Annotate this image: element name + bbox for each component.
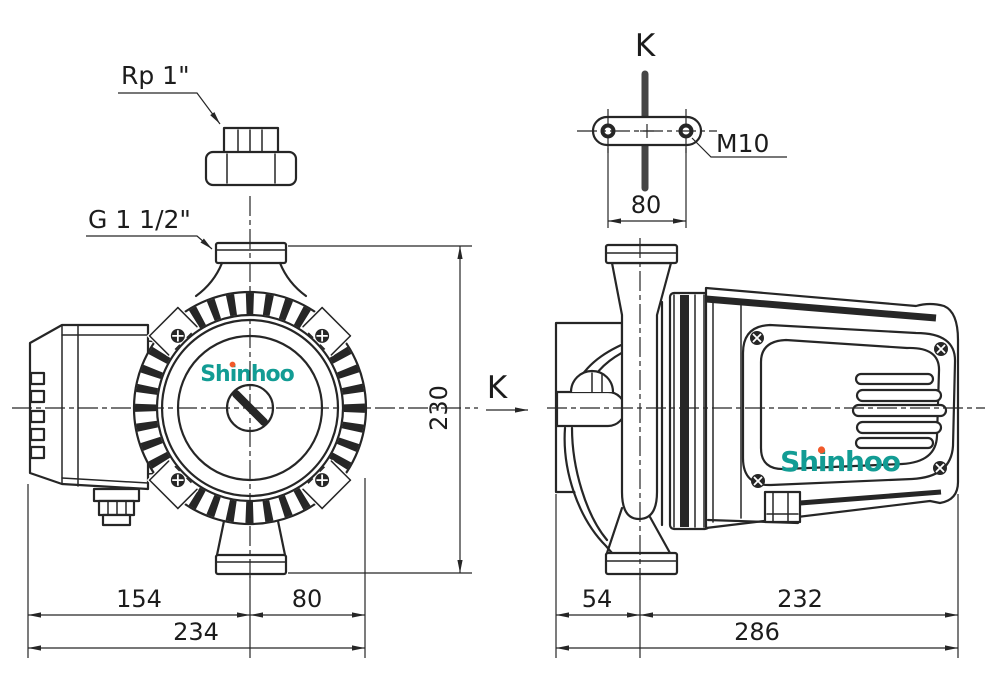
terminal-box-vents: [29, 371, 46, 460]
side-view: Shinhoo: [554, 243, 960, 576]
m10-label: M10: [716, 129, 769, 158]
svg-text:234: 234: [173, 618, 219, 646]
front-dim-230: 230: [288, 245, 472, 574]
clamp-band: [668, 291, 711, 531]
control-cover: Shinhoo: [741, 323, 957, 488]
brand-logo-front: Shinhoo: [200, 362, 294, 387]
k-arrow-label: K: [487, 370, 508, 406]
side-top-flange: [604, 243, 679, 265]
rp1-label: Rp 1": [121, 61, 190, 90]
vent-plug: [569, 369, 615, 393]
k-detail-view: K M10 80: [577, 28, 787, 228]
union-thread-callout: G 1 1/2": [86, 205, 213, 250]
k-view-arrow: K: [486, 370, 528, 413]
side-dims-bottom: 54 232 286: [555, 494, 959, 658]
port-thread-callout: Rp 1": [118, 61, 221, 125]
cover-screws: [750, 331, 948, 488]
front-view: Shinhoo: [28, 126, 368, 576]
inlet-stub: [555, 390, 627, 428]
svg-text:80: 80: [631, 191, 662, 219]
cable-gland: [92, 487, 141, 527]
front-dims-bottom: 154 80 234: [27, 478, 366, 658]
svg-text:154: 154: [116, 585, 162, 613]
union-nut: [204, 126, 298, 187]
g112-label: G 1 1/2": [88, 205, 191, 234]
m10-callout: M10: [691, 129, 787, 158]
pipe-column: [610, 261, 673, 521]
svg-text:286: 286: [734, 618, 780, 646]
side-bottom-flange: [604, 506, 679, 576]
mounting-foot: [763, 490, 802, 524]
flange-screw-tabs: [146, 304, 354, 512]
svg-text:232: 232: [777, 585, 823, 613]
k-view-title: K: [635, 28, 656, 64]
terminal-box: [28, 323, 168, 527]
svg-text:80: 80: [292, 585, 323, 613]
bottom-flange: [214, 519, 288, 576]
logo-dot: [229, 361, 236, 368]
cover-vent-slots: [851, 372, 948, 450]
logo-dot: [817, 446, 826, 454]
k-view-dim-80: 80: [607, 148, 687, 228]
brand-logo-side: Shinhoo: [780, 445, 901, 478]
centerlines: [12, 196, 985, 580]
svg-text:54: 54: [582, 585, 613, 613]
top-flange: [194, 241, 308, 298]
